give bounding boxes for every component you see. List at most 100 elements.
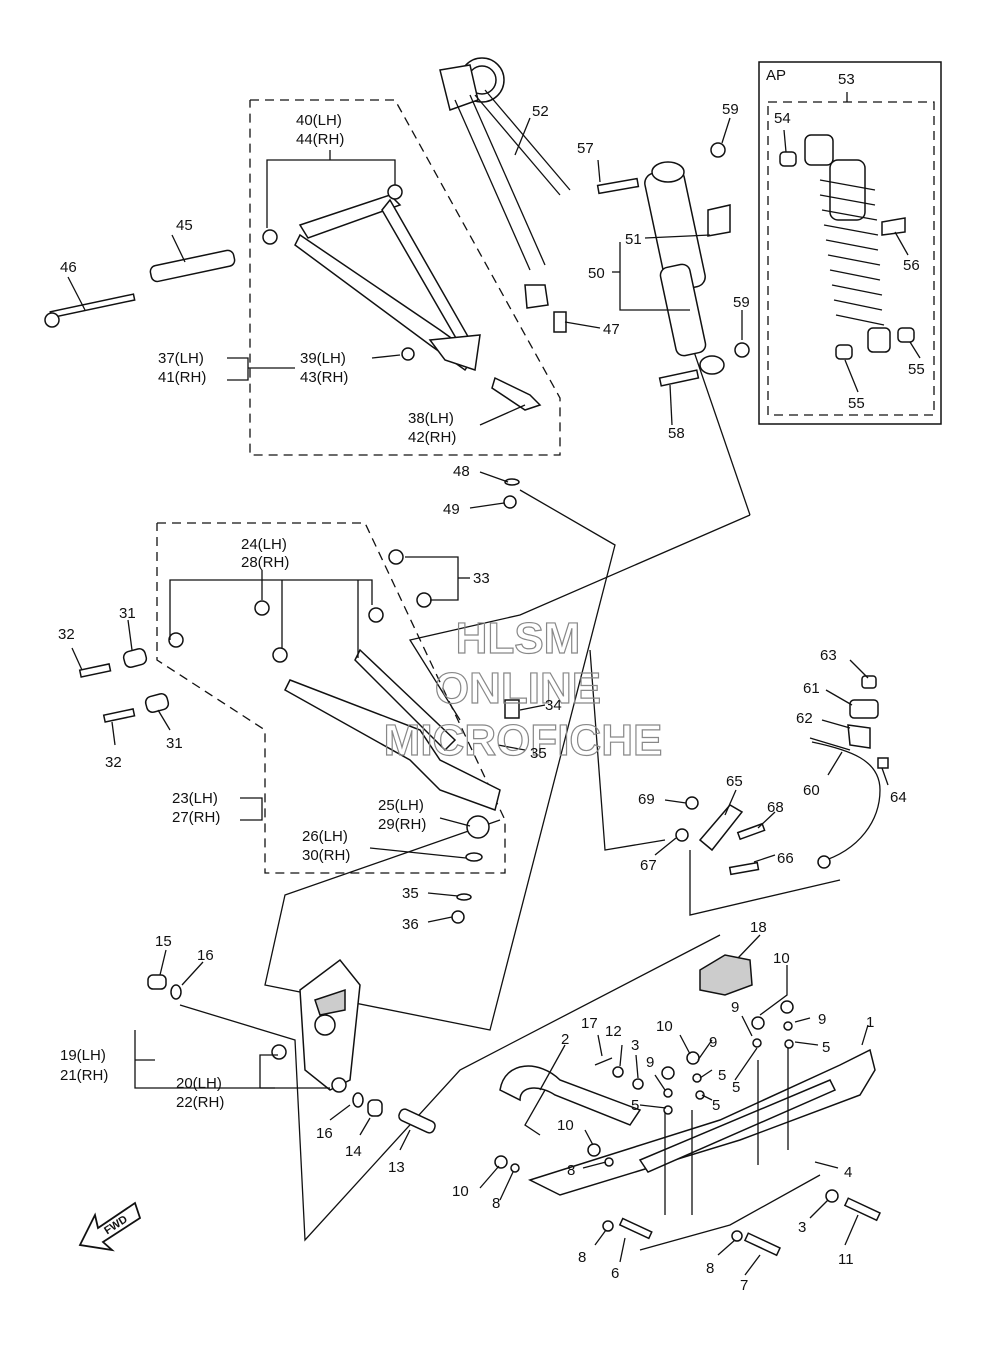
callout-10: 10 [656, 1018, 673, 1035]
callout-1: 1 [866, 1014, 874, 1031]
callout-27: 27(RH) [172, 809, 220, 826]
callout-10: 10 [452, 1183, 469, 1200]
callout-9: 9 [646, 1054, 654, 1071]
callout-47: 47 [603, 321, 620, 338]
callout-62: 62 [796, 710, 813, 727]
connector-line [179, 934, 721, 1242]
callout-3: 3 [798, 1219, 806, 1236]
callout-6: 6 [611, 1265, 619, 1282]
callout-32: 32 [58, 626, 75, 643]
callout-52: 52 [532, 103, 549, 120]
ski-assembly [494, 954, 882, 1257]
callout-45: 45 [176, 217, 193, 234]
steering-column [439, 57, 571, 309]
connector-line [524, 1089, 546, 1136]
callout-38: 38(LH) [408, 410, 454, 427]
callout-53: 53 [838, 71, 855, 88]
callout-5: 5 [732, 1079, 740, 1096]
callout-15: 15 [155, 933, 172, 950]
callout-21: 21(RH) [60, 1067, 108, 1084]
callout-68: 68 [767, 799, 784, 816]
callout-25: 25(LH) [378, 797, 424, 814]
connector-line [408, 514, 751, 721]
callout-8: 8 [492, 1195, 500, 1212]
callout-55: 55 [908, 361, 925, 378]
shock-bolts [596, 142, 750, 387]
callout-41: 41(RH) [158, 369, 206, 386]
callout-5: 5 [822, 1039, 830, 1056]
ap-inset-dashed [767, 101, 935, 416]
callout-10: 10 [557, 1117, 574, 1134]
callout-10: 10 [773, 950, 790, 967]
callout-43: 43(RH) [300, 369, 348, 386]
callout-3: 3 [631, 1037, 639, 1054]
callout-35: 35 [530, 745, 547, 762]
callout-48: 48 [453, 463, 470, 480]
callout-35: 35 [402, 885, 419, 902]
callout-39: 39(LH) [300, 350, 346, 367]
callout-8: 8 [706, 1260, 714, 1277]
callout-26: 26(LH) [302, 828, 348, 845]
callout-5: 5 [718, 1067, 726, 1084]
callout-57: 57 [577, 140, 594, 157]
callout-9: 9 [731, 999, 739, 1016]
callout-11: 11 [838, 1251, 854, 1268]
callout-5: 5 [712, 1097, 720, 1114]
callout-61: 61 [803, 680, 820, 697]
connector-line [689, 339, 751, 516]
callout-19: 19(LH) [60, 1047, 106, 1064]
callout-12: 12 [605, 1023, 622, 1040]
callout-7: 7 [740, 1277, 748, 1294]
spindle [147, 958, 436, 1134]
watermark-line-2: ONLINE [435, 664, 601, 713]
ap-inset-box [758, 61, 942, 425]
callout-22: 22(RH) [176, 1094, 224, 1111]
callout-13: 13 [388, 1159, 405, 1176]
leader-lines [67, 92, 921, 1276]
callout-2: 2 [561, 1031, 569, 1048]
watermark-line-1: HLSM [456, 614, 581, 663]
callout-50: 50 [588, 265, 605, 282]
shock-absorber [644, 161, 731, 375]
callout-67: 67 [640, 857, 657, 874]
lower-arm-group-box [156, 522, 506, 874]
callout-20: 20(LH) [176, 1075, 222, 1092]
callout-63: 63 [820, 647, 837, 664]
connector-line [689, 850, 841, 916]
callout-66: 66 [777, 850, 794, 867]
steering-rod [675, 675, 889, 876]
callout-42: 42(RH) [408, 429, 456, 446]
inset-title: AP [766, 67, 786, 84]
callout-59: 59 [722, 101, 739, 118]
callout-36: 36 [402, 916, 419, 933]
callout-56: 56 [903, 257, 920, 274]
callout-60: 60 [803, 782, 820, 799]
callout-9: 9 [818, 1011, 826, 1028]
callout-16: 16 [197, 947, 214, 964]
watermark-line-3: MICROFICHE [384, 716, 663, 765]
callout-4: 4 [844, 1164, 852, 1181]
connector-line [589, 649, 666, 851]
callout-29: 29(RH) [378, 816, 426, 833]
callout-31: 31 [166, 735, 183, 752]
connector-line [264, 489, 616, 1031]
callout-32: 32 [105, 754, 122, 771]
callout-58: 58 [668, 425, 685, 442]
callout-49: 49 [443, 501, 460, 518]
callout-59: 59 [733, 294, 750, 311]
callout-33: 33 [473, 570, 490, 587]
callout-9: 9 [709, 1034, 717, 1051]
callout-8: 8 [567, 1162, 575, 1179]
callout-44: 44(RH) [296, 131, 344, 148]
callout-69: 69 [638, 791, 655, 808]
callout-14: 14 [345, 1143, 362, 1160]
callout-31: 31 [119, 605, 136, 622]
lower-a-arm [78, 549, 520, 924]
callout-65: 65 [726, 773, 743, 790]
callout-8: 8 [578, 1249, 586, 1266]
callout-28: 28(RH) [241, 554, 289, 571]
callout-46: 46 [60, 259, 77, 276]
callout-51: 51 [625, 231, 642, 248]
upper-arm-group-box [249, 99, 561, 456]
